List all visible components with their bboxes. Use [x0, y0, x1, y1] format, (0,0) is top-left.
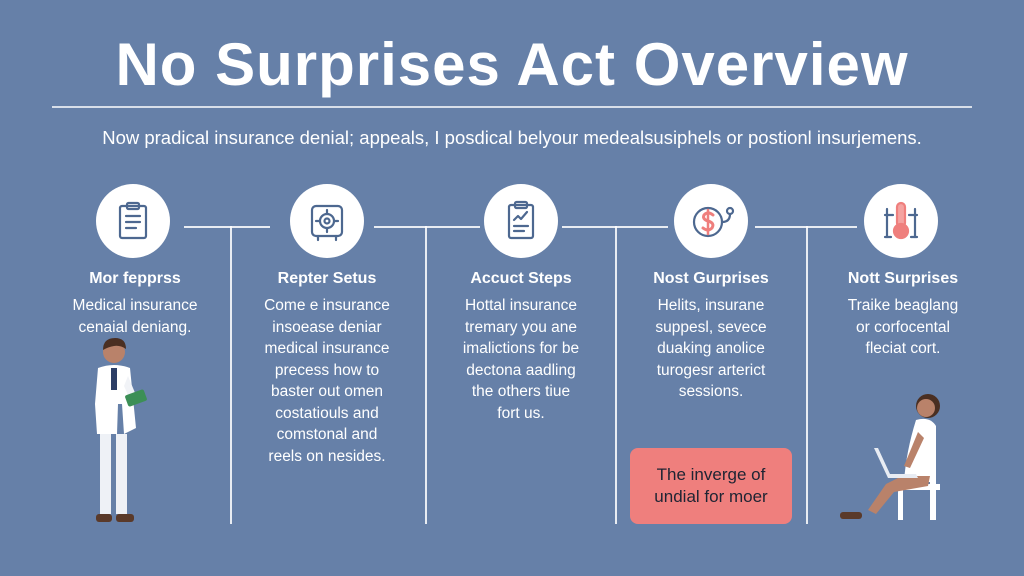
step-description: Helits, insurane suppesl, sevece duaking… [655, 297, 767, 400]
step-description: Medical insurance cenaial deniang. [72, 297, 198, 336]
callout-box: The inverge of undial for moer [630, 448, 792, 524]
dollar-stethoscope-icon [674, 184, 748, 258]
thermometer-icon [864, 184, 938, 258]
step-description: Come e insurance insoease deniar medical… [264, 297, 390, 465]
step-description: Hottal insurance tremary you ane imalict… [462, 297, 580, 422]
divider-line [806, 226, 808, 524]
step-1: Mor fepprss Medical insurance cenaial de… [40, 268, 230, 338]
step-title: Accuct Steps [470, 270, 572, 287]
clipboard-document-icon [484, 184, 558, 258]
divider-line [425, 226, 427, 524]
gear-document-icon [290, 184, 364, 258]
connector-line [374, 226, 480, 228]
divider-line [615, 226, 617, 524]
step-title: Mor fepprss [89, 270, 181, 287]
step-description: Traike beaglang or corfocental fleciat c… [847, 297, 959, 357]
step-title: Nost Gurprises [653, 270, 769, 287]
checklist-icon [96, 184, 170, 258]
step-5: Nott Surprises Traike beaglang or corfoc… [808, 268, 998, 360]
title-divider [52, 106, 972, 108]
step-title: Repter Setus [277, 270, 377, 287]
connector-line [184, 226, 270, 228]
step-2: Repter Setus Come e insurance insoease d… [232, 268, 422, 467]
page-subtitle: Now pradical insurance denial; appeals, … [102, 127, 922, 148]
page-title: No Surprises Act Overview [115, 31, 909, 98]
step-3: Accuct Steps Hottal insurance tremary yo… [426, 268, 616, 424]
doctor-illustration [95, 338, 147, 522]
divider-line [230, 226, 232, 524]
patient-laptop-illustration [840, 394, 940, 520]
step-4: Nost Gurprises Helits, insurane suppesl,… [616, 268, 806, 403]
step-title: Nott Surprises [847, 270, 959, 287]
